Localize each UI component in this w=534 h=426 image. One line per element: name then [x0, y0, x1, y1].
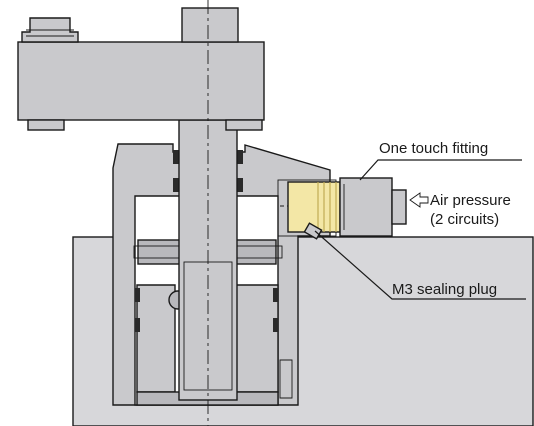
one-touch-fitting [287, 177, 407, 237]
air-pressure-label: Air pressure [430, 192, 511, 209]
air-pressure-arrow [409, 192, 429, 208]
fitting-leader-line [359, 159, 522, 181]
sealing-plug-label: M3 sealing plug [392, 281, 497, 298]
circuits-label: (2 circuits) [430, 211, 499, 228]
sealing-plug-leader-line [314, 230, 526, 300]
fitting-label: One touch fitting [379, 140, 488, 157]
clamp-arm [17, 7, 265, 131]
